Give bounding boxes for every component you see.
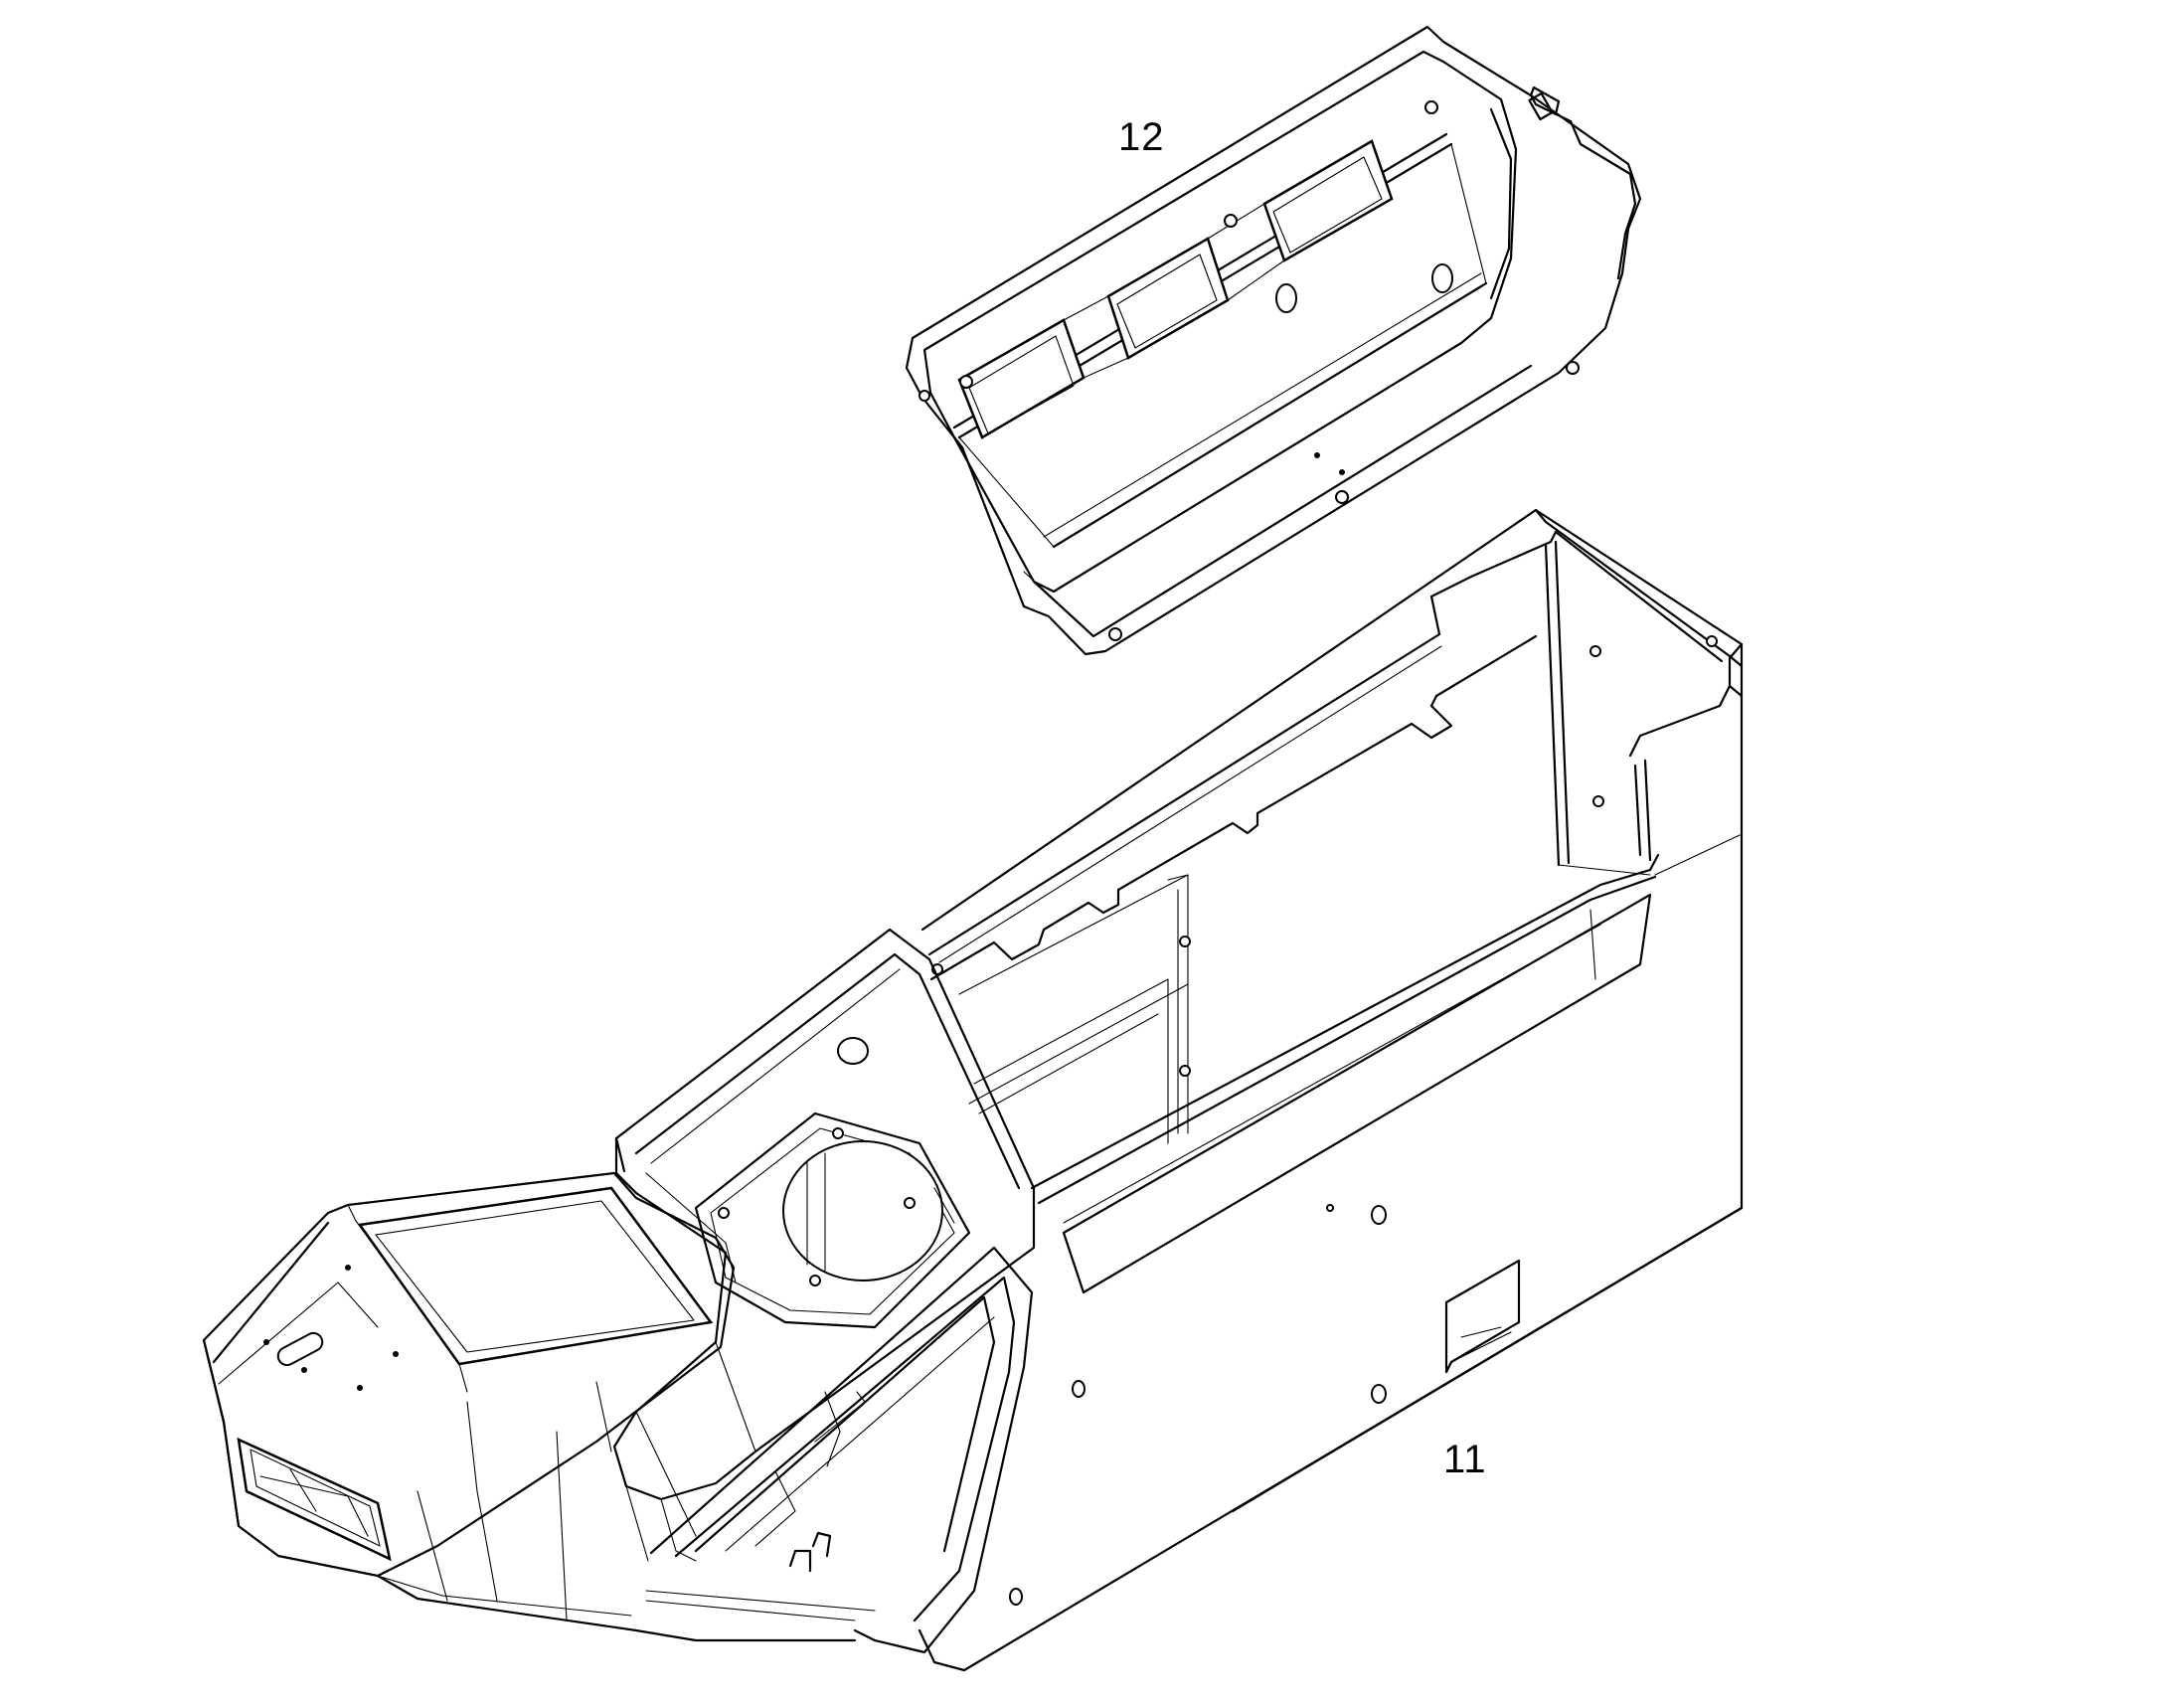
front-block-side-opening	[237, 1437, 392, 1562]
part-12-outline	[905, 25, 1642, 656]
part-label-11: 11	[1443, 1438, 1487, 1481]
front-block-screen	[357, 1186, 714, 1366]
console-side-panel	[649, 1246, 1034, 1654]
tray-hole-1	[1275, 283, 1297, 313]
part-label-12: 12	[1118, 115, 1165, 159]
round-opening-frame	[694, 1111, 971, 1329]
console-box-outline	[918, 508, 1744, 1672]
tray-window-1	[957, 318, 1086, 439]
console-front-block	[202, 1171, 736, 1578]
part-12-tray	[905, 25, 1642, 656]
round-opening	[782, 1140, 943, 1281]
part-12-inner-rim	[922, 50, 1518, 594]
console-center-tower	[612, 928, 1036, 1501]
part-11-console	[202, 508, 1744, 1672]
tray-window-3	[1262, 139, 1394, 262]
tray-hole-2	[1431, 263, 1453, 293]
console-cutout	[1444, 1259, 1521, 1374]
